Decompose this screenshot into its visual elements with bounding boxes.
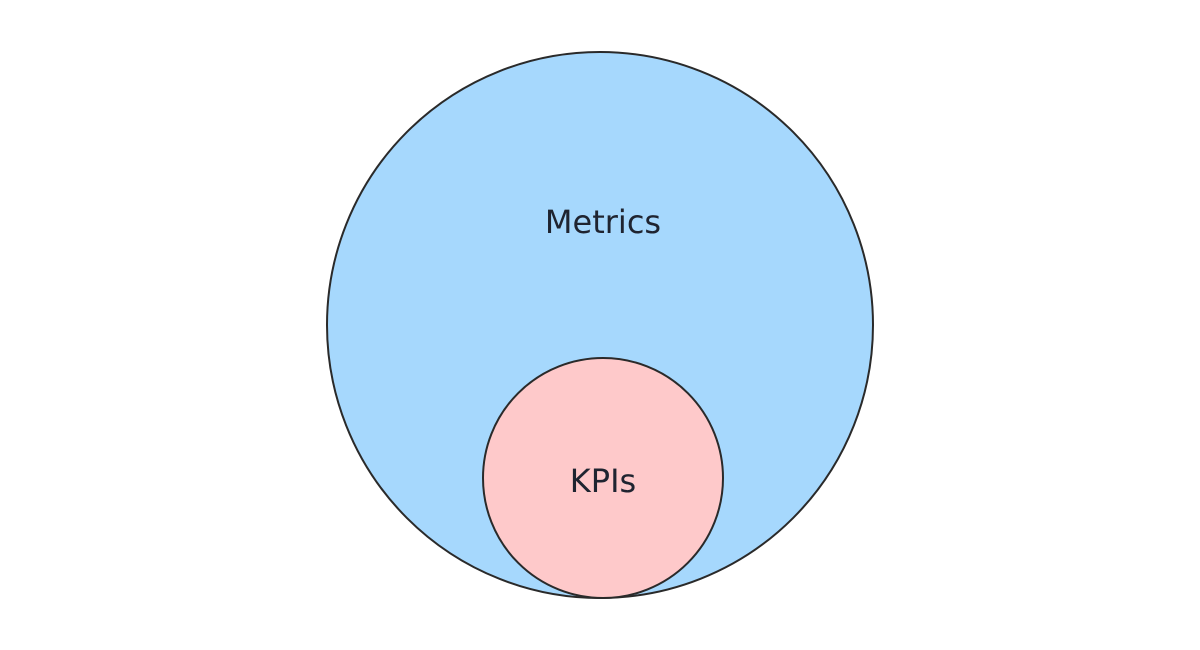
kpis-label: KPIs xyxy=(570,462,636,500)
kpis-circle xyxy=(482,357,724,599)
metrics-label: Metrics xyxy=(545,203,661,241)
